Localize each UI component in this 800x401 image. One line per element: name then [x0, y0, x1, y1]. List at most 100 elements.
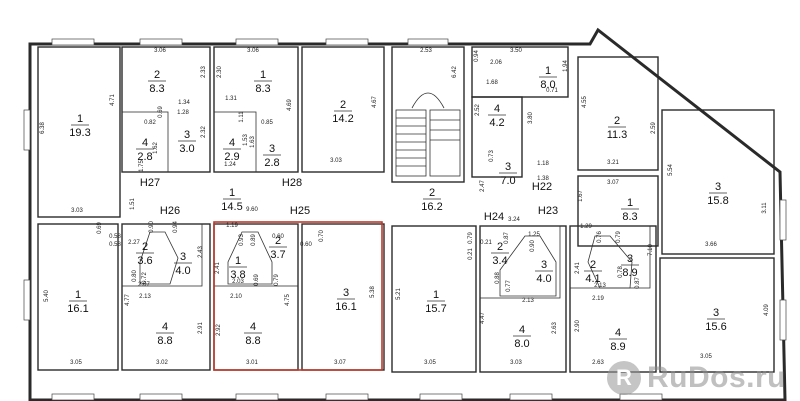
room-area: 11.3 — [607, 129, 628, 141]
room-r25: 115.7 — [425, 289, 446, 315]
watermark-text: RuDos.ru — [647, 361, 786, 394]
room-number: 4 — [162, 321, 168, 333]
room-r23: 48.8 — [244, 321, 262, 347]
room-area: 8.9 — [622, 267, 637, 279]
dimension-label: 0.85 — [261, 120, 273, 126]
room-r5: 42.8 — [136, 137, 154, 163]
room-r26: 23.4 — [491, 241, 509, 267]
room-r20: 48.8 — [156, 321, 174, 347]
room-number: 2 — [154, 69, 160, 81]
dimension-label: 1.19 — [226, 223, 238, 229]
dimension-label: 1.63 — [250, 136, 256, 148]
room-number: 4 — [519, 324, 525, 336]
dimension-label: 2.43 — [198, 246, 204, 258]
dimension-label: 0.79 — [616, 231, 622, 243]
dimension-label: 4.55 — [582, 96, 588, 108]
dimension-label: 0.69 — [97, 222, 103, 234]
rudos-logo-icon: R — [607, 361, 641, 395]
dimension-label: 2.92 — [216, 324, 222, 336]
room-area: 8.0 — [540, 79, 555, 91]
zone-label: Н27 — [140, 177, 160, 189]
room-number: 3 — [343, 287, 349, 299]
room-r17: 116.1 — [67, 289, 88, 315]
room-number: 3 — [184, 129, 190, 141]
room-r8: 32.8 — [263, 143, 281, 169]
dimension-label: 1.67 — [578, 190, 584, 202]
dimension-label: 1.68 — [486, 80, 498, 86]
dimension-label: 4.77 — [125, 294, 131, 306]
room-area: 3.7 — [270, 249, 285, 261]
dimension-label: 0.94 — [474, 50, 480, 62]
dimension-label: 1.24 — [224, 162, 236, 168]
dimension-label: 3.66 — [705, 242, 717, 248]
dimension-label: 0.69 — [158, 106, 164, 118]
room-area: 15.7 — [425, 303, 446, 315]
room-number: 2 — [340, 99, 346, 111]
outer-wall — [28, 27, 787, 401]
dimension-label: 2.30 — [217, 66, 223, 78]
dimension-label: 2.63 — [592, 360, 604, 366]
room-number: 3 — [541, 259, 547, 271]
dimension-label: 0.82 — [144, 120, 156, 126]
dimension-label: 1.51 — [130, 198, 136, 210]
dimension-label: 0.80 — [132, 270, 138, 282]
dimension-label: 2.27 — [128, 240, 140, 246]
dimension-label: 0.73 — [489, 150, 495, 162]
room-number: 1 — [545, 65, 551, 77]
dimension-label: 6.42 — [452, 66, 458, 78]
room-r2: 28.3 — [148, 69, 166, 95]
room-number: 4 — [494, 103, 500, 115]
room-area: 8.3 — [255, 83, 270, 95]
room-area: 4.1 — [585, 273, 600, 285]
dimension-label: 3.11 — [762, 202, 768, 214]
dimension-label: 0.79 — [468, 232, 474, 244]
room-r6: 33.0 — [178, 129, 196, 155]
room-area: 4.0 — [536, 273, 551, 285]
room-r27: 34.0 — [535, 259, 553, 285]
dimension-label: 3.03 — [330, 158, 342, 164]
room-number: 4 — [229, 137, 235, 149]
room-number: 1 — [229, 187, 235, 199]
dimension-label: 3.03 — [71, 208, 83, 214]
dimension-label: 0.94 — [173, 221, 179, 233]
dimension-label: 5.40 — [44, 290, 50, 302]
dimension-label: 5.21 — [396, 288, 402, 300]
room-number: 2 — [590, 259, 596, 271]
dimension-label: 0.87 — [635, 277, 641, 289]
dimension-label: 0.78 — [618, 266, 624, 278]
room-number: 2 — [429, 187, 435, 199]
dimension-label: 3.05 — [70, 360, 82, 366]
dimension-label: 0.70 — [319, 230, 325, 242]
room-number: 2 — [497, 241, 503, 253]
dimension-label: 7.10 — [648, 244, 654, 256]
dimension-label: 0.69 — [254, 274, 260, 286]
room-r4: 214.2 — [332, 99, 353, 125]
dimension-label: 4.75 — [285, 294, 291, 306]
dimension-label: 2.53 — [420, 48, 432, 54]
room-area: 16.1 — [335, 301, 356, 313]
dimension-label: 9.60 — [246, 207, 258, 213]
dimension-label: 3.03 — [510, 360, 522, 366]
dimension-label: 2.33 — [201, 66, 207, 78]
room-area: 8.3 — [622, 211, 637, 223]
room-number: 1 — [235, 255, 241, 267]
room-area: 3.6 — [137, 255, 152, 267]
dimension-label: 0.60 — [300, 242, 312, 248]
dimension-label: 3.07 — [607, 180, 619, 186]
room-r1: 119.3 — [69, 113, 90, 139]
dimension-label: 1.11 — [239, 111, 245, 123]
interior-walls — [37, 46, 775, 373]
dimension-label: 1.94 — [563, 60, 569, 72]
dimension-label: 2.06 — [490, 60, 502, 66]
dimension-label: 2.41 — [215, 262, 221, 274]
dimension-label: 0.89 — [251, 234, 257, 246]
dimension-label: 4.69 — [287, 99, 293, 111]
dimension-label: 1.28 — [177, 110, 189, 116]
room-r22: 23.7 — [269, 235, 287, 261]
room-area: 4.0 — [175, 265, 190, 277]
room-r28: 48.0 — [513, 324, 531, 350]
room-area: 3.8 — [230, 269, 245, 281]
room-r29: 24.1 — [584, 259, 602, 285]
